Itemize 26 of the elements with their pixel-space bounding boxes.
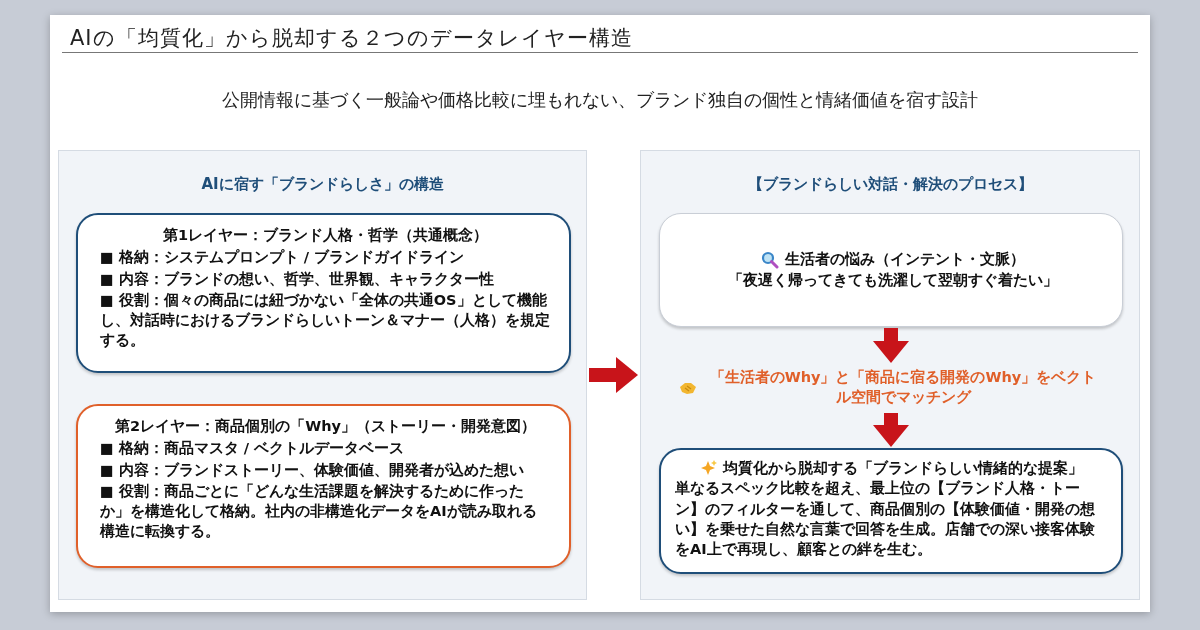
description-text: 単なるスペック比較を超え、最上位の【ブランド人格・トーン】のフィルターを通して、商品個別の【体験価値・開発の想い】を乗せた自然な言葉で回答を生成。店舗での深い接客体験をAI上で再現し、顧客との絆を生む。	[675, 479, 1096, 560]
layer-box	[76, 213, 571, 373]
subtitle: 公開情報に基づく一般論や価格比較に埋もれない、ブランド独自の個性と情緒価値を宿す設計	[221, 88, 979, 112]
matching-text: 「生活者のWhy」と「商品に宿る開発のWhy」をベクトル空間でマッチング	[708, 368, 1098, 407]
panel-background	[640, 150, 1140, 600]
panel-background	[58, 150, 587, 600]
result-box	[659, 448, 1123, 574]
layer-box	[76, 404, 571, 568]
quote-text: 「夜遅く帰ってきても洗濯して翌朝すぐ着たい」	[728, 270, 1058, 291]
panel-heading: AIに宿す「ブランドらしさ」の構造	[200, 175, 445, 194]
bullet-text: ■ 内容：ブランドストーリー、体験価値、開発者が込めた想い	[100, 460, 525, 480]
layer-heading: 第1レイヤー：ブランド人格・哲学（共通概念）	[161, 226, 490, 245]
block-arrow	[589, 357, 638, 393]
bullet-text: ■ 内容：ブランドの想い、哲学、世界観、キャラクター性	[100, 269, 495, 289]
block-arrow	[873, 413, 909, 447]
box-heading: 均質化から脱却する「ブランドらしい情緒的な提案」	[723, 459, 1083, 478]
bullet-text: ■ 役割：商品ごとに「どんな生活課題を解決するために作ったか」を構造化して格納。社内の非構造化データをAIが読み取れる構造に転換する。	[100, 481, 538, 542]
query-box	[659, 213, 1123, 327]
panel-heading: 【ブランドらしい対話・解決のプロセス】	[746, 175, 1034, 194]
bullet-text: ■ 役割：個々の商品には紐づかない「全体の共通OS」として機能し、対話時におけるブランドらしいトーン＆マナー（人格）を規定する。	[100, 290, 551, 351]
slide-title: AIの「均質化」から脱却する２つのデータレイヤー構造	[70, 25, 633, 52]
block-arrow	[873, 328, 909, 363]
box-heading: 生活者の悩み（インテント・文脈）	[785, 249, 1025, 270]
layer-heading: 第2レイヤー：商品個別の「Why」（ストーリー・開発意図）	[114, 417, 537, 436]
bullet-text: ■ 格納：商品マスタ / ベクトルデータベース	[100, 439, 406, 459]
bullet-text: ■ 格納：システムプロンプト / ブランドガイドライン	[100, 248, 466, 268]
